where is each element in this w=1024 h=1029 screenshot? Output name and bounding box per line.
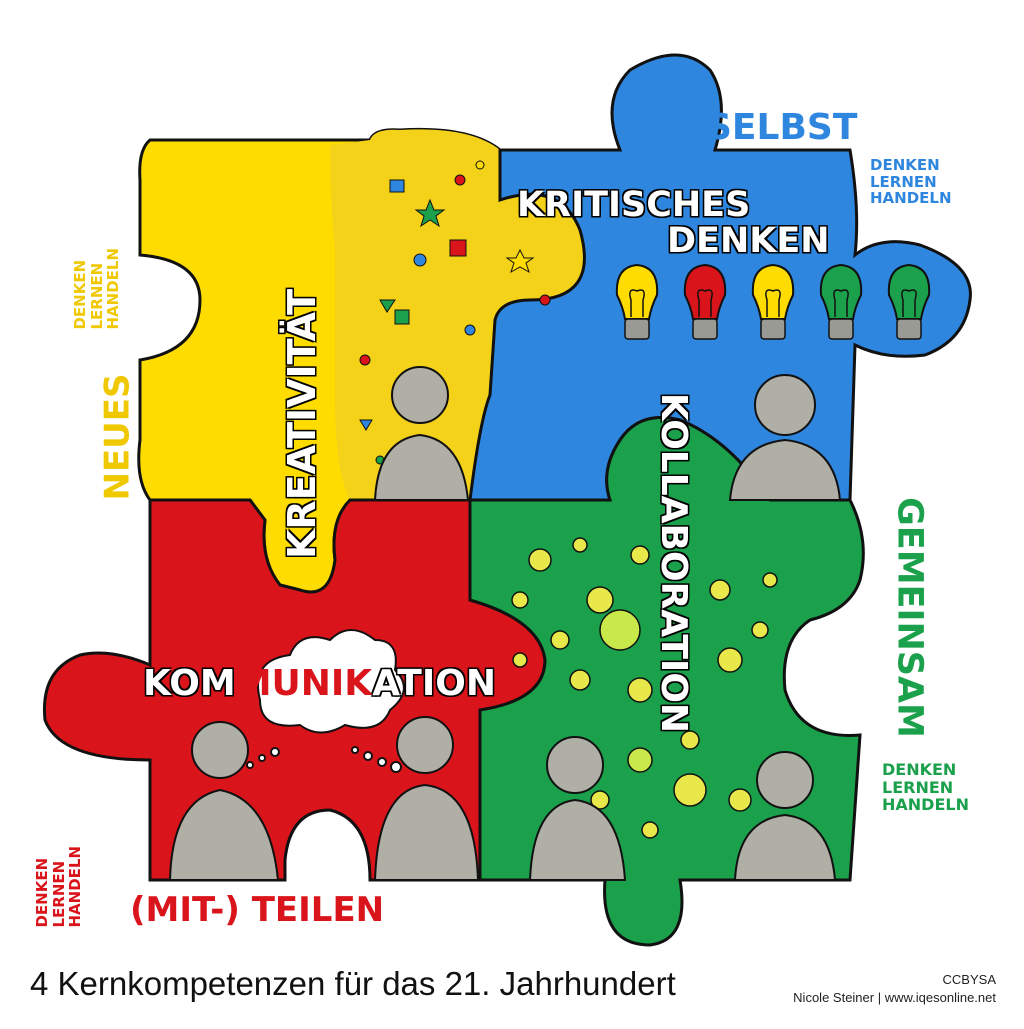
person-figure-green-right: [733, 751, 837, 881]
person-figure-red-left: [168, 721, 280, 881]
yellow-denken-stack: DENKEN LERNEN HANDELN: [71, 247, 123, 330]
person-figure-blue: [728, 374, 842, 501]
kreativitaet-pattern-area: [330, 129, 585, 500]
lightbulb-icon: [615, 263, 659, 340]
kreativitaet-title: KREATIVITÄT: [280, 288, 324, 560]
thought-cloud: [246, 629, 405, 773]
license-label: CCBYSA: [942, 972, 996, 987]
diagram-caption: 4 Kernkompetenzen für das 21. Jahrhunder…: [30, 965, 676, 1002]
gemeinsam-label: GEMEINSAM: [889, 497, 930, 738]
author-credit: Nicole Steiner | www.iqesonline.net: [793, 990, 996, 1005]
person-figure-red-right: [373, 716, 480, 881]
confetti-decoration-group: [359, 160, 551, 465]
mit-teilen-label: (MIT-) TEILEN: [130, 890, 385, 930]
kommunikation-title-mid: MUNIK: [235, 663, 373, 704]
lightbulb-icon: [751, 263, 795, 340]
lightbulb-row: [615, 263, 931, 340]
red-denken-stack: DENKEN LERNEN HANDELN: [33, 845, 85, 928]
kommunikation-title: KOMMUNIKATION: [143, 663, 496, 704]
person-figure-green-left: [528, 736, 627, 881]
lightbulb-icon: [683, 263, 727, 340]
kritisches-title-line2: DENKEN: [667, 221, 830, 261]
blue-denken-stack: DENKEN LERNEN HANDELN: [870, 156, 952, 207]
lightbulb-icon: [819, 263, 863, 340]
neues-label: NEUES: [97, 373, 138, 501]
selbst-label: SELBST: [706, 107, 858, 148]
person-figure-group: [168, 366, 842, 881]
green-denken-stack: DENKEN LERNEN HANDELN: [882, 760, 969, 815]
gear-decoration-group: [511, 537, 778, 839]
lightbulb-icon: [887, 263, 931, 340]
kollaboration-title: KOLLABORATION: [653, 392, 694, 734]
person-figure-yellow: [373, 366, 470, 501]
kritisches-title-line1: KRITISCHES: [517, 185, 751, 225]
